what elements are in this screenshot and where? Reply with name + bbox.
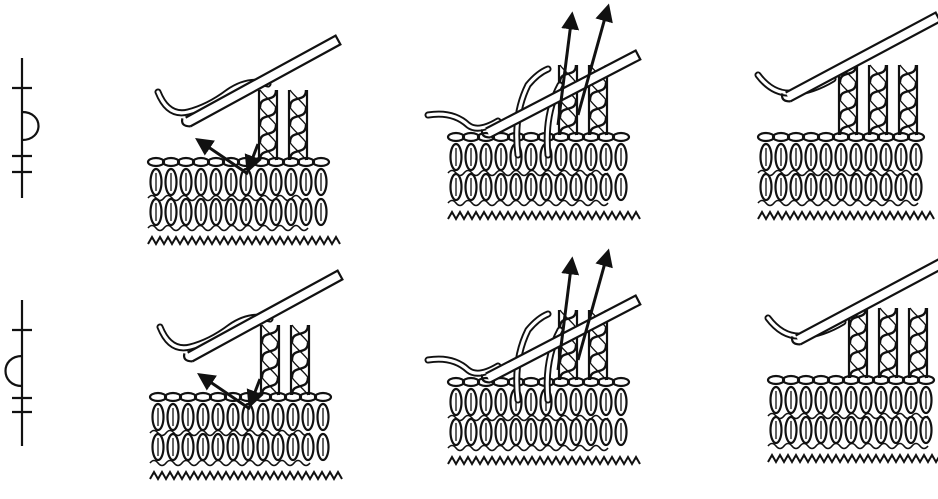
- panel-row2-yarn-over-pull-up: [428, 252, 640, 464]
- panel-row1-insert-hook: [148, 36, 340, 244]
- panel-row1-yarn-over-pull-up: [428, 7, 640, 219]
- back-post-crochet-symbol: [6, 300, 33, 446]
- panel-row2-finished-stitch: [768, 256, 938, 462]
- front-post-crochet-symbol: [12, 58, 39, 198]
- panel-row1-finished-stitch: [758, 13, 938, 219]
- panel-row2-insert-hook: [150, 271, 342, 479]
